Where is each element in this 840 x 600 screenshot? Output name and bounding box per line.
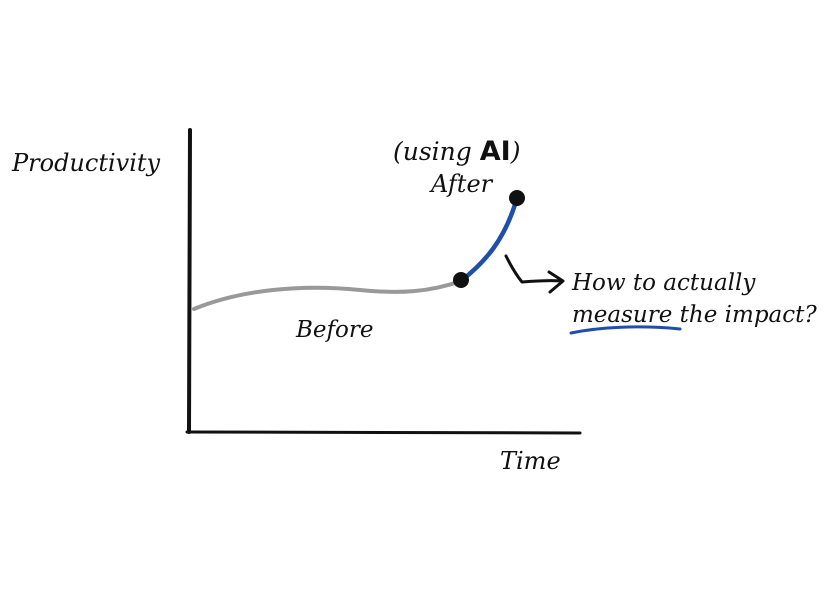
question-emphasis: measure	[572, 302, 672, 328]
question-rest: the impact?	[672, 302, 817, 328]
after-label: After	[429, 170, 494, 198]
x-axis-label: Time	[500, 447, 561, 475]
using-ai-emphasis: AI	[480, 136, 511, 167]
before-label: Before	[295, 317, 373, 343]
hooked-arrow-icon	[504, 254, 565, 294]
using-prefix: (using	[393, 137, 480, 166]
y-axis	[187, 128, 192, 434]
question-line-1: How to actually	[571, 270, 756, 296]
y-axis-label: Productivity	[11, 149, 161, 177]
after-point	[509, 190, 525, 206]
x-axis	[185, 430, 582, 435]
after-curve	[458, 195, 520, 284]
measure-underline	[569, 325, 682, 335]
transition-point	[453, 272, 469, 288]
using-ai-label: (using AI)	[393, 136, 520, 167]
before-curve	[192, 279, 463, 311]
using-suffix: )	[510, 137, 521, 166]
question-line-2: measure the impact?	[572, 302, 817, 328]
